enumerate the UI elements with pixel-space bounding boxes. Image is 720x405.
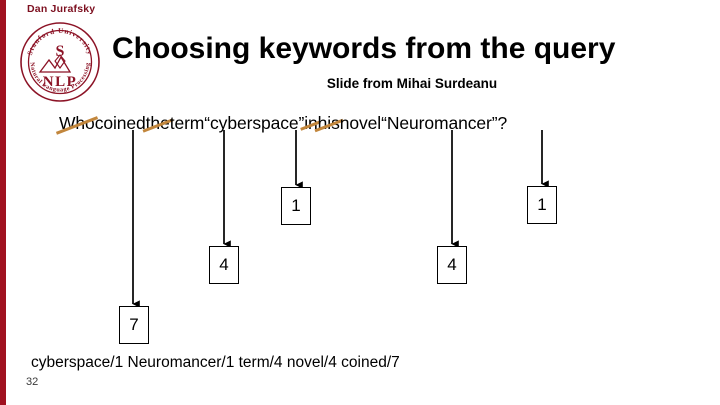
page-title: Choosing keywords from the query	[112, 32, 616, 65]
keyword-index-line: cyberspace/1 Neuromancer/1 term/4 novel/…	[31, 354, 400, 371]
query-token-struck: his	[317, 113, 340, 133]
query-token: novel	[339, 113, 382, 133]
slide-attribution: Slide from Mihai Surdeanu	[326, 76, 498, 91]
query-token-struck: the	[145, 113, 170, 133]
query-token-struck: in	[304, 113, 318, 133]
rank-value: 7	[129, 315, 139, 334]
query-token-struck: Who	[59, 113, 95, 133]
rank-box-cyberspace-rank: 1	[281, 187, 311, 225]
rank-box-novel-rank: 4	[437, 246, 467, 284]
query-sentence: Who coined the term “cyberspace” in his …	[59, 113, 507, 134]
rank-box-neuromancer-rank: 1	[527, 186, 557, 224]
rank-box-term-rank: 4	[209, 246, 239, 284]
rank-box-coined-rank: 7	[119, 306, 149, 344]
rank-value: 4	[219, 255, 229, 274]
rank-value: 4	[447, 255, 457, 274]
stanford-nlp-logo: Stanford University Natural Language Pro…	[18, 20, 102, 104]
rank-value: 1	[291, 196, 301, 215]
svg-text:S: S	[56, 43, 65, 60]
query-token: term	[169, 113, 205, 133]
slide-number: 32	[26, 376, 39, 388]
rank-value: 1	[537, 195, 547, 214]
author-name: Dan Jurafsky	[27, 3, 96, 15]
query-token: “Neuromancer”?	[381, 113, 508, 133]
left-accent-bar	[0, 0, 6, 405]
query-token: “cyberspace”	[204, 113, 305, 133]
query-token: coined	[94, 113, 146, 133]
svg-text:NLP: NLP	[43, 74, 78, 90]
